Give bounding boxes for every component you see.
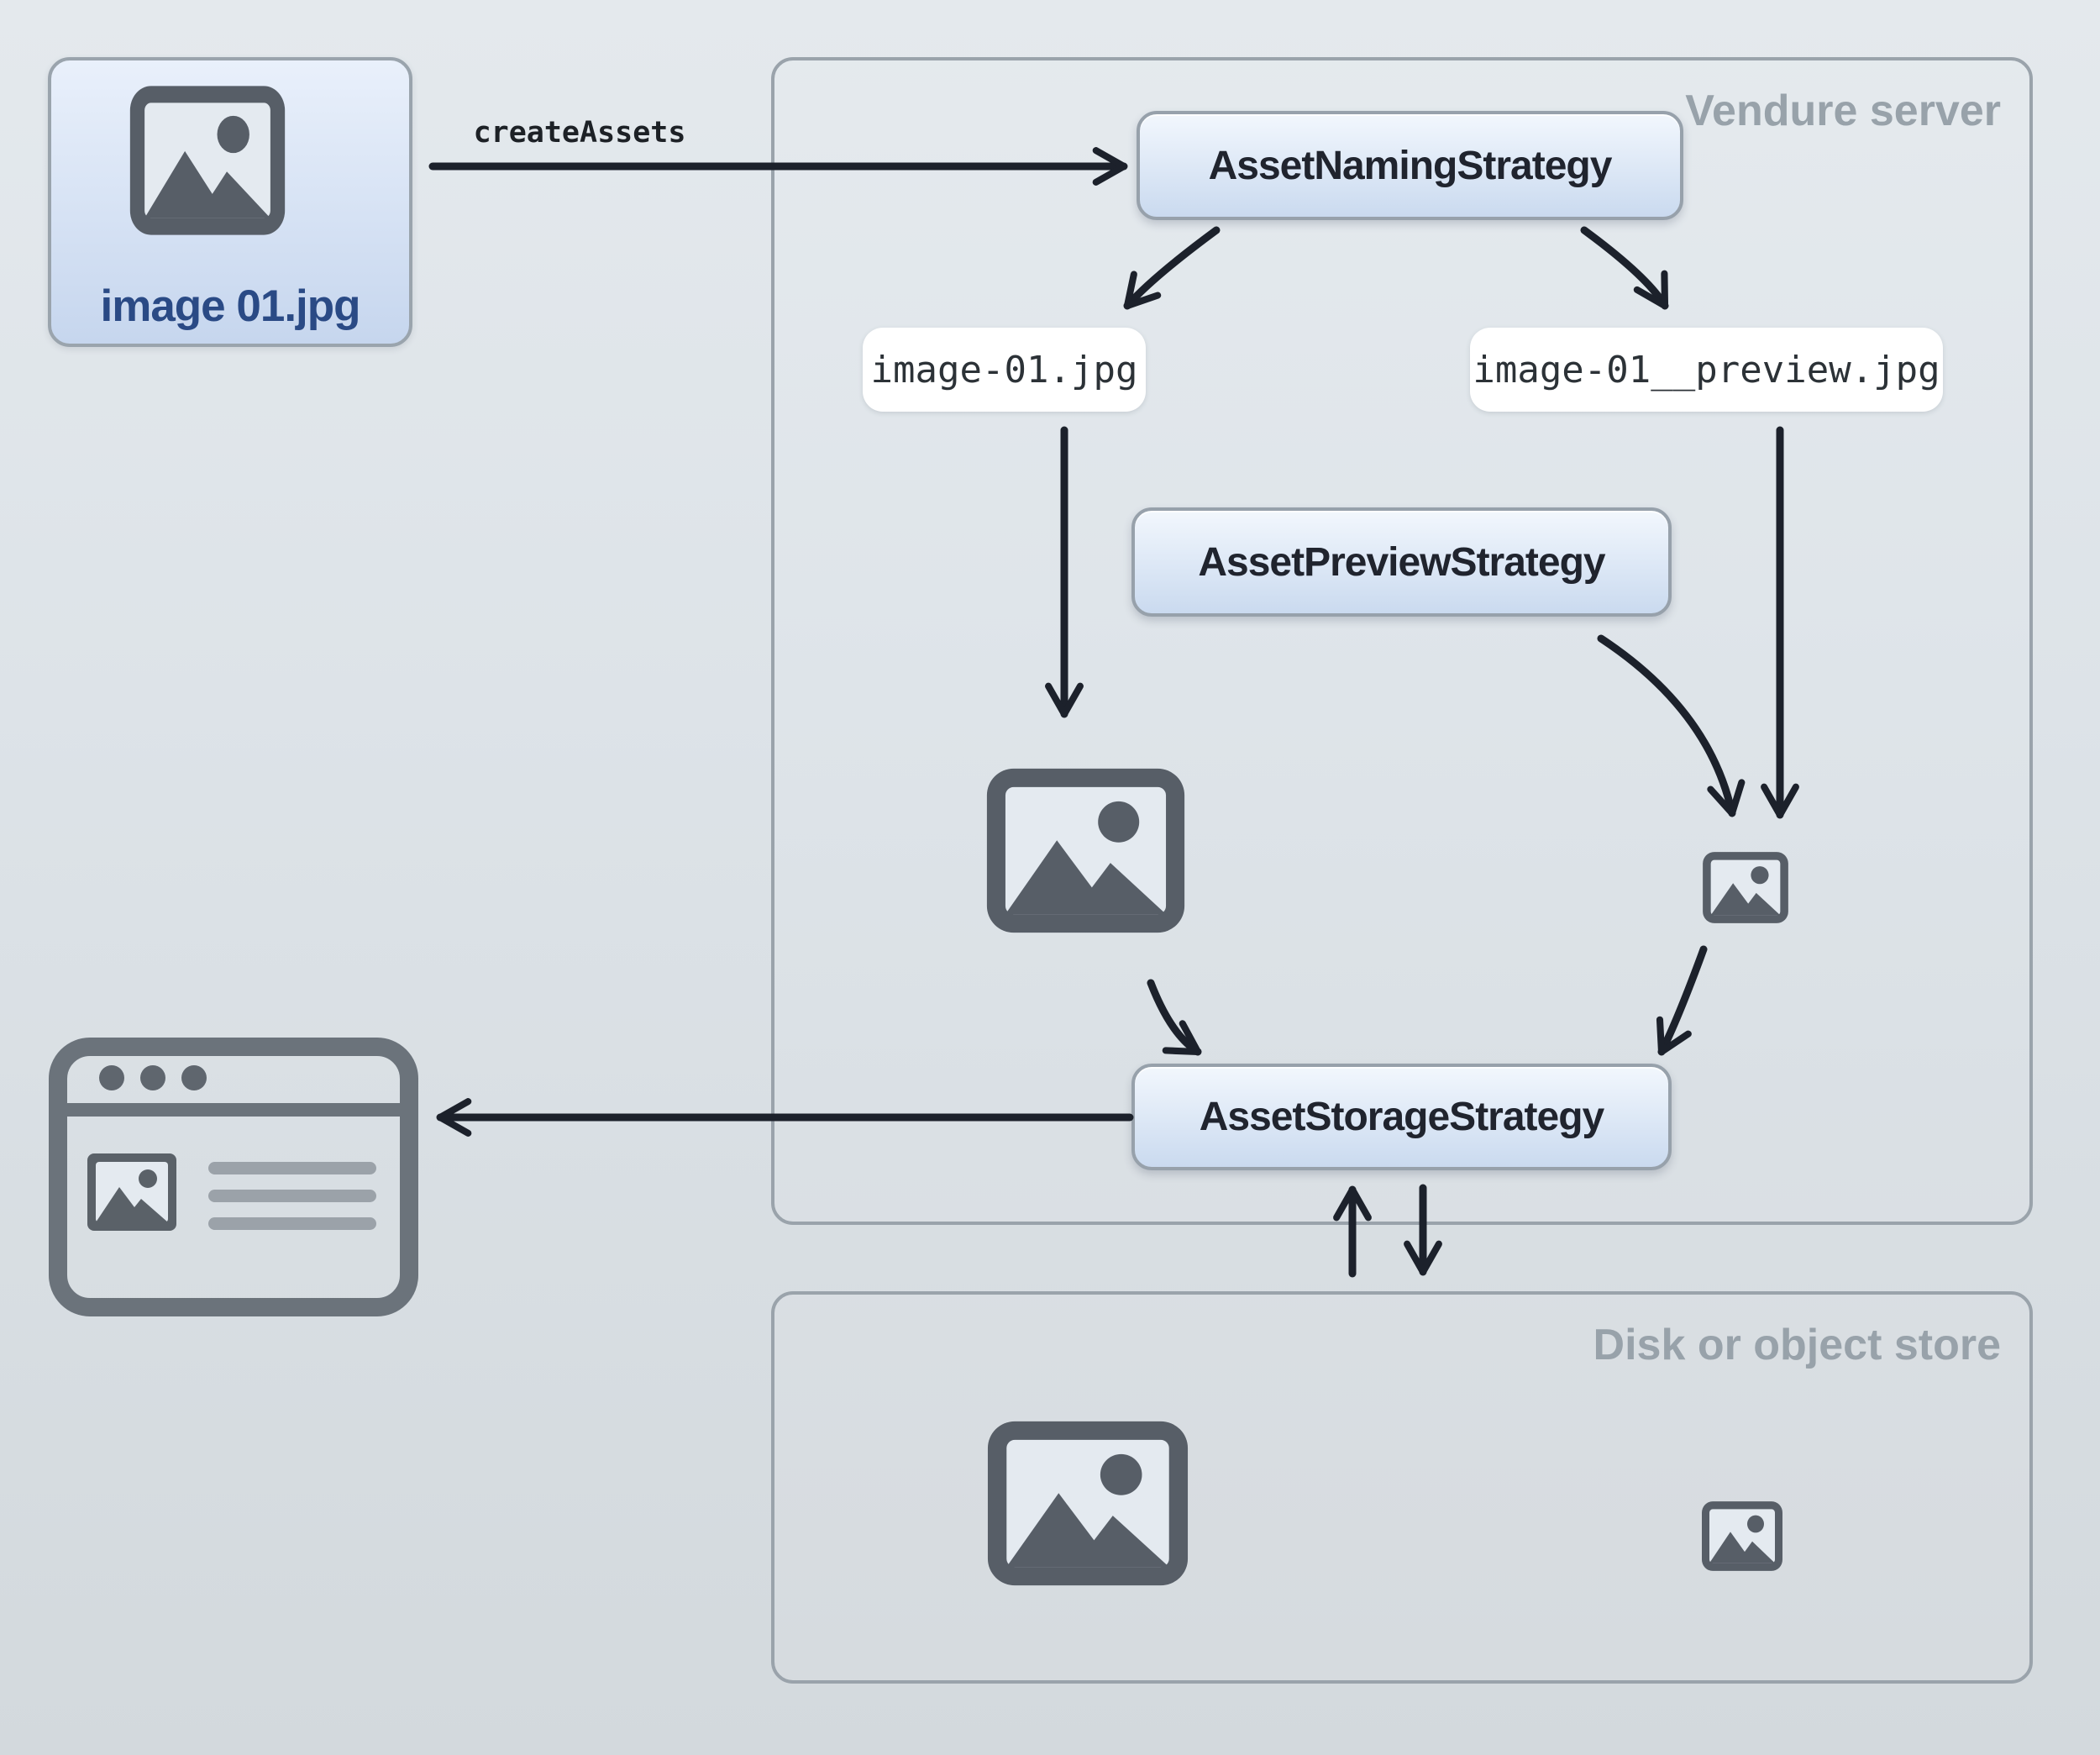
image-icon [984,1417,1192,1589]
image-icon-small [1701,850,1790,925]
preview-filename-pill: image-01__preview.jpg [1470,328,1943,412]
create-assets-label: createAssets [473,116,686,150]
image-icon-small [1700,1500,1784,1573]
source-filename-pill: image-01.jpg [863,328,1146,412]
thumbnail-image-icon [87,1153,176,1231]
vendure-server-box: Vendure server [771,57,2033,1225]
disk-store-title: Disk or object store [1593,1321,2001,1369]
disk-store-box: Disk or object store [771,1291,2033,1684]
browser-window-icon [49,1038,418,1316]
asset-preview-strategy-node: AssetPreviewStrategy [1131,507,1672,617]
source-asset-card: image 01.jpg [48,57,412,347]
image-icon [983,765,1189,937]
source-asset-filename: image 01.jpg [100,281,360,331]
image-icon [127,82,288,239]
asset-storage-strategy-node: AssetStorageStrategy [1131,1064,1672,1170]
asset-naming-strategy-node: AssetNamingStrategy [1137,111,1683,220]
vendure-server-title: Vendure server [1685,87,2001,135]
